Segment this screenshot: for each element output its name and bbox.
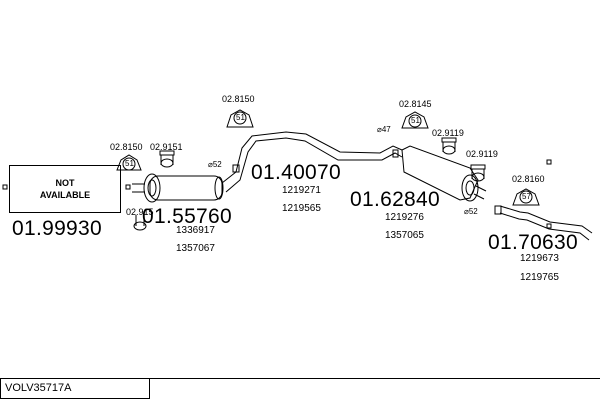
ref-number: 1219765 bbox=[520, 272, 559, 283]
part-number-01-55760: 01.55760 bbox=[142, 205, 232, 228]
hanger-02-8145 bbox=[401, 111, 429, 129]
ref-number: 1336917 bbox=[176, 225, 215, 236]
hanger-badge: 51 bbox=[411, 116, 420, 125]
clamp-02-915 bbox=[133, 215, 147, 231]
ref-number: 1357067 bbox=[176, 243, 215, 254]
hardware-code: 02.8150 bbox=[222, 94, 255, 104]
ref-number: 1219565 bbox=[282, 203, 321, 214]
hardware-code: 02.9151 bbox=[150, 142, 183, 152]
part-number-01-99930: 01.99930 bbox=[12, 217, 102, 240]
marker-square bbox=[125, 184, 131, 190]
clamp-02-9119-bottom bbox=[470, 164, 486, 182]
hanger-02-8150-left bbox=[116, 154, 142, 171]
footer-rule bbox=[0, 378, 600, 379]
front-muffler bbox=[132, 173, 224, 203]
hanger-badge: 57 bbox=[522, 192, 531, 201]
rear-muffler bbox=[392, 145, 487, 202]
hardware-code: 02.9119 bbox=[432, 128, 464, 138]
part-number-01-62840: 01.62840 bbox=[350, 188, 440, 211]
diameter-label: ⌀47 bbox=[377, 125, 391, 134]
not-available-line1: NOT bbox=[55, 178, 75, 188]
marker-square bbox=[2, 184, 8, 190]
clamp-02-9151 bbox=[159, 150, 175, 168]
not-available-box: NOT AVAILABLE bbox=[9, 165, 121, 213]
hardware-code: 02.8145 bbox=[399, 99, 432, 109]
marker-square bbox=[546, 223, 552, 229]
ref-number: 1219271 bbox=[282, 185, 321, 196]
hanger-badge: 51 bbox=[236, 113, 245, 122]
ref-number: 1219276 bbox=[385, 212, 424, 223]
intermediate-pipe bbox=[221, 131, 403, 193]
diagram-title: VOLV35717A bbox=[0, 378, 150, 399]
hanger-badge: 51 bbox=[125, 159, 134, 168]
hardware-code: 02.9119 bbox=[466, 149, 498, 159]
clamp-02-9119-top bbox=[441, 137, 457, 155]
tail-pipe bbox=[494, 205, 593, 241]
hanger-02-8150-top bbox=[226, 109, 254, 128]
ref-number: 1357065 bbox=[385, 230, 424, 241]
part-number-01-40070: 01.40070 bbox=[251, 161, 341, 184]
diameter-label: ⌀52 bbox=[208, 160, 222, 169]
not-available-line2: AVAILABLE bbox=[39, 190, 91, 200]
hardware-code: 02.8160 bbox=[512, 174, 545, 184]
marker-square bbox=[546, 159, 552, 165]
ref-number: 1219673 bbox=[520, 253, 559, 264]
part-number-01-70630: 01.70630 bbox=[488, 231, 578, 254]
hardware-code: 02.8150 bbox=[110, 142, 143, 152]
hardware-code: 02.915 bbox=[126, 207, 154, 217]
diameter-label: ⌀52 bbox=[464, 207, 478, 216]
hanger-02-8160 bbox=[512, 188, 540, 206]
